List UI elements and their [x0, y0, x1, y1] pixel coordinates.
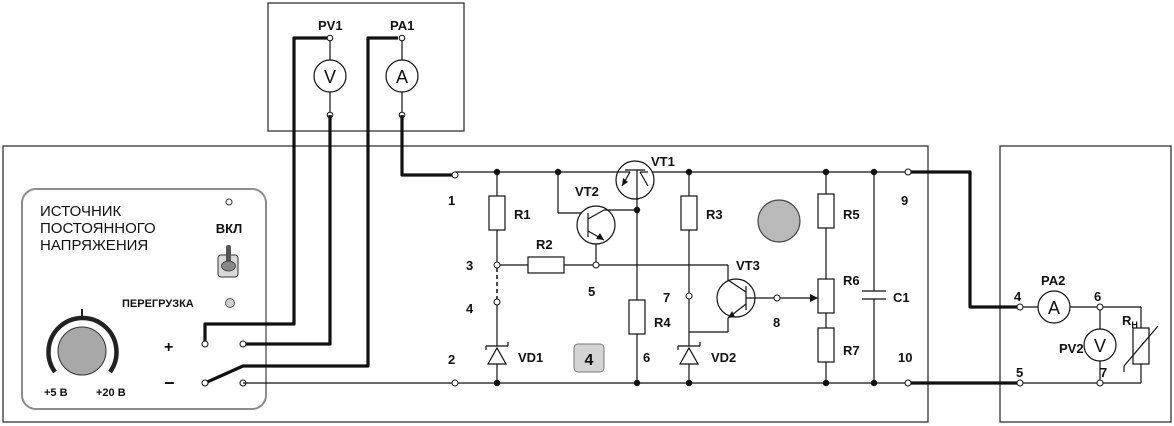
- power-label: ВКЛ: [216, 221, 242, 236]
- label-vt2: VT2: [575, 184, 599, 199]
- amplifier-circuit: 4 VT1 VT2 VT3 R1 R2 R3 R4 R5 R6 R7 VD1 V…: [448, 154, 912, 387]
- label-r3: R3: [706, 207, 723, 222]
- resistor-r7: [817, 327, 835, 363]
- overload-indicator-led: [225, 298, 235, 308]
- resistor-r5: [817, 193, 835, 229]
- pv2-label: PV2: [1059, 341, 1084, 356]
- load-circuit: A V PA2 PV2 4 5 6 7 RН: [1014, 273, 1159, 387]
- connection-wires: [203, 36, 1020, 385]
- voltmeter-symbol: V: [324, 67, 336, 87]
- resistor-r4: [628, 299, 646, 335]
- label-r7: R7: [843, 343, 860, 358]
- knob-min-label: +5 В: [44, 387, 68, 399]
- terminal-4: 4: [466, 301, 474, 316]
- rh-main: R: [1122, 313, 1132, 328]
- label-c1: C1: [893, 290, 910, 305]
- terminal-5: 5: [588, 284, 595, 299]
- source-title-line-2: ПОСТОЯННОГО: [40, 220, 156, 237]
- terminal-8: 8: [773, 315, 780, 330]
- module-number: 4: [585, 352, 594, 369]
- ammeter-symbol: A: [396, 67, 408, 87]
- ammeter-pa1: A PA1: [385, 18, 419, 119]
- plus-terminal-socket: [201, 340, 209, 348]
- terminal-3: 3: [466, 258, 473, 273]
- label-r5: R5: [843, 207, 860, 222]
- resistor-r3: [680, 195, 698, 231]
- ammeter-pa2-symbol: A: [1048, 298, 1060, 318]
- terminal-1: 1: [448, 193, 455, 208]
- terminal-6: 6: [643, 350, 650, 365]
- rh-sub: Н: [1131, 320, 1138, 330]
- label-r1: R1: [514, 207, 531, 222]
- transistor-vt1: [615, 160, 655, 200]
- resistor-r1: [488, 195, 506, 231]
- plus-terminal-label: +: [164, 339, 173, 356]
- resistor-r2: [527, 256, 565, 274]
- label-r6: R6: [843, 273, 860, 288]
- power-toggle-switch[interactable]: [217, 245, 239, 278]
- load-terminal-6: 6: [1094, 289, 1101, 304]
- pv1-label: PV1: [318, 18, 343, 33]
- transistor-vt2: [576, 205, 616, 245]
- terminal-10: 10: [898, 350, 912, 365]
- module-number-badge: [573, 343, 605, 373]
- label-vt3: VT3: [736, 258, 760, 273]
- voltmeter-pv1: V PV1: [313, 18, 347, 119]
- load-terminal-7: 7: [1100, 365, 1107, 380]
- terminal-7: 7: [663, 290, 670, 305]
- pa1-label: PA1: [390, 18, 414, 33]
- source-title-line-1: ИСТОЧНИК: [40, 203, 122, 220]
- minus-terminal-socket: [201, 379, 209, 387]
- indicator-disc: [757, 199, 801, 243]
- label-vd1: VD1: [518, 350, 543, 365]
- load-terminal-4: 4: [1014, 289, 1022, 304]
- meter-panel: [267, 2, 465, 132]
- terminal-2: 2: [448, 352, 455, 367]
- pa2-label: PA2: [1041, 273, 1065, 288]
- load-panel: [999, 145, 1172, 423]
- label-vd2: VD2: [711, 350, 736, 365]
- load-terminal-5: 5: [1016, 365, 1023, 380]
- label-r4: R4: [654, 315, 671, 330]
- knob-max-label: +20 В: [96, 387, 126, 399]
- label-r2: R2: [536, 237, 553, 252]
- overload-label: ПЕРЕГРУЗКА: [122, 298, 194, 310]
- voltmeter-pv2-symbol: V: [1094, 336, 1106, 356]
- terminal-9: 9: [901, 193, 908, 208]
- power-indicator-led: [225, 198, 233, 206]
- voltage-knob[interactable]: [46, 309, 119, 376]
- source-title-line-3: НАПРЯЖЕНИЯ: [40, 237, 148, 254]
- load-resistor-label: RН: [1122, 313, 1138, 330]
- label-vt1: VT1: [651, 154, 675, 169]
- potentiometer-r6: [817, 278, 835, 314]
- minus-terminal-label: −: [164, 373, 175, 393]
- power-supply: ИСТОЧНИК ПОСТОЯННОГО НАПРЯЖЕНИЯ ВКЛ ПЕРЕ…: [40, 198, 455, 399]
